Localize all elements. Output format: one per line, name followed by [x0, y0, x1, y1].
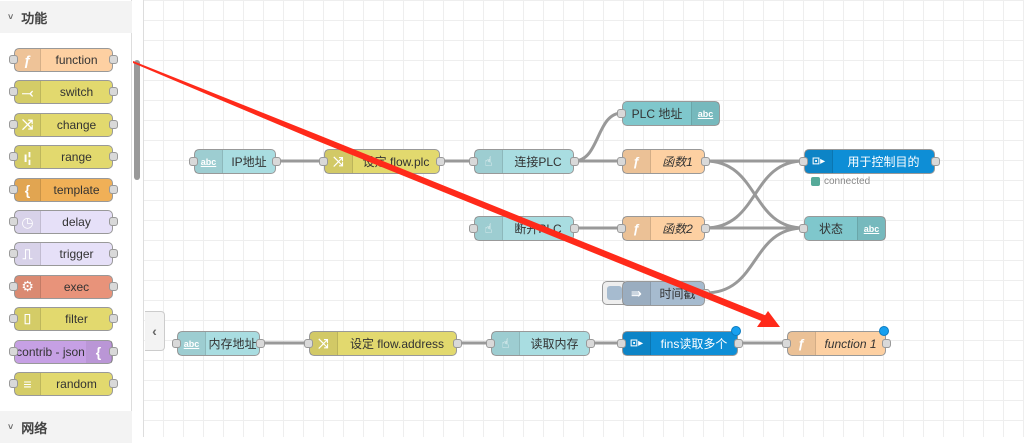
timestamp-node[interactable]: ⇛时间戳 [622, 281, 710, 306]
abc-icon: abc [195, 150, 223, 173]
function-icon: ƒ [788, 332, 816, 355]
change-icon: ⤨ [15, 113, 41, 136]
fins-read-node[interactable]: ⊡▸fins读取多个 [617, 326, 743, 356]
palette-node-range[interactable]: ı¦range [9, 145, 118, 170]
category-function[interactable]: ˅功能 [0, 1, 132, 33]
function-icon: ƒ [623, 150, 651, 173]
hand-pointer-icon: ☝ [475, 150, 503, 173]
change-icon: ⤨ [310, 332, 338, 355]
palette-node-exec[interactable]: ⚙exec [9, 274, 118, 299]
palette-node-template[interactable]: {template [9, 177, 118, 202]
fins-io-icon: ⊡▸ [623, 332, 651, 355]
fins-io-icon: ⊡▸ [805, 150, 833, 173]
function-icon: ƒ [623, 217, 651, 240]
chevron-down-icon: ˅ [8, 12, 14, 22]
palette-node-change[interactable]: ⤨change [9, 112, 118, 137]
collapse-sidebar-button[interactable]: ‹ [145, 311, 165, 351]
disconnect-plc-node[interactable]: ☝断开PLC [469, 216, 579, 241]
inject-arrow-icon: ⇛ [623, 282, 651, 305]
palette-node-filter[interactable]: ⌷filter [9, 307, 118, 332]
wire [573, 111, 623, 163]
palette-node-contrib-json[interactable]: contrib - json{ [9, 339, 118, 364]
switch-icon: ⤙ [15, 81, 41, 104]
palette-node-delay[interactable]: ◷delay [9, 210, 118, 234]
hand-pointer-icon: ☝ [475, 217, 503, 240]
function-icon: ƒ [15, 49, 41, 71]
exec-gear-icon: ⚙ [15, 275, 41, 298]
status-dot-icon [811, 177, 820, 186]
wire [704, 226, 805, 295]
set-flow-plc-node[interactable]: ⤨设定 flow.plc [319, 149, 445, 174]
changed-indicator [731, 326, 741, 336]
delay-icon: ◷ [15, 211, 41, 233]
hand-pointer-icon: ☝ [492, 332, 520, 355]
abc-icon: abc [857, 217, 885, 240]
filter-icon: ⌷ [15, 308, 41, 331]
palette-node-switch[interactable]: ⤙switch [9, 80, 118, 105]
abc-icon: abc [178, 332, 206, 355]
set-flow-address-node[interactable]: ⤨设定 flow.address [304, 331, 462, 356]
change-icon: ⤨ [325, 150, 353, 173]
abc-icon: abc [691, 102, 719, 125]
changed-indicator [879, 326, 889, 336]
control-purpose-node[interactable]: ⊡▸用于控制目的 [799, 149, 940, 174]
template-icon: { [15, 178, 41, 201]
range-icon: ı¦ [15, 146, 41, 169]
random-icon: ≡ [15, 373, 41, 395]
connected-status: connected [811, 176, 870, 187]
palette-node-random[interactable]: ≡random [9, 372, 118, 396]
chevron-down-icon: ˅ [8, 422, 14, 432]
read-memory-node[interactable]: ☝读取内存 [486, 331, 595, 356]
trigger-icon: ⎍ [15, 243, 41, 266]
connect-plc-node[interactable]: ☝连接PLC [469, 149, 579, 174]
wire [704, 159, 805, 230]
palette-node-trigger[interactable]: ⎍trigger [9, 242, 118, 267]
